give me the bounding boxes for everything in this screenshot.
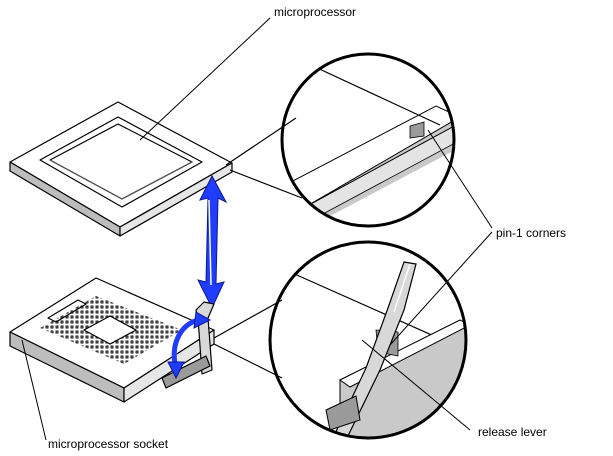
bottom-magnifier-callout xyxy=(213,299,283,379)
leader-release-lever xyxy=(361,339,471,431)
leader-pin1-bottom xyxy=(389,231,493,346)
top-magnifier xyxy=(280,52,456,228)
lever-rotation-arrow xyxy=(167,311,212,380)
microprocessor-socket-label: microprocessor socket xyxy=(48,437,169,451)
pin1-corners-label: pin-1 corners xyxy=(496,226,567,240)
leader-socket xyxy=(21,339,47,441)
leader-pin1-top xyxy=(427,129,493,229)
alignment-arrow xyxy=(197,174,228,310)
top-magnifier-callout xyxy=(225,117,303,199)
leader-microprocessor xyxy=(139,17,271,141)
microprocessor-socket xyxy=(9,277,215,403)
microprocessor-label: microprocessor xyxy=(274,5,357,19)
release-lever-label: release lever xyxy=(478,425,547,439)
bottom-magnifier xyxy=(268,240,468,440)
microprocessor-chip xyxy=(9,101,233,237)
label-leaders xyxy=(21,17,493,441)
